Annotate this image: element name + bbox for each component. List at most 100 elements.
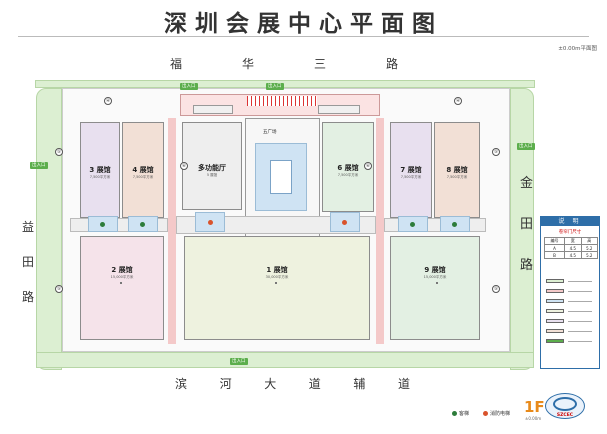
east-belt (510, 88, 534, 370)
hall-4-label: 4 展馆 (132, 166, 154, 174)
hall-1-label: 1 展馆 (266, 266, 288, 274)
north-ramp-east (318, 105, 360, 114)
hall-9-area: 15,000平方米 (423, 275, 447, 279)
road-north-char: 福 (170, 57, 185, 71)
hall-6-label: 6 展馆 (337, 164, 359, 172)
logo-text: SZCEC (556, 413, 574, 418)
entrance-marker: ⑤ (492, 285, 500, 293)
atrium-grid (270, 160, 292, 194)
corridor-west-vertical (168, 118, 176, 344)
elevator-icon (452, 222, 457, 227)
table-row: B 4.5 5.2 (543, 251, 599, 259)
west-belt (36, 88, 62, 370)
hall-4: 4 展馆 7,500平方米 (122, 122, 164, 218)
table-cell: 编号 (543, 237, 566, 245)
hall-2-area: 15,000平方米 (110, 275, 134, 279)
legend-row (546, 319, 596, 324)
column-marker (436, 282, 438, 284)
south-belt (36, 352, 534, 368)
legend-line (568, 291, 592, 292)
table-cell: 4.5 (564, 251, 582, 259)
corridor-central-horizontal (176, 216, 376, 234)
hall-9-label: 9 展馆 (424, 266, 446, 274)
legend-swatch (546, 309, 564, 313)
legend-line (568, 321, 592, 322)
fire-elevator-icon (342, 220, 347, 225)
entrance-marker: ⑤ (492, 148, 500, 156)
legend-line (568, 301, 592, 302)
table-row: A 4.5 5.2 (543, 244, 599, 252)
fire-elevator-icon (208, 220, 213, 225)
table-cell: 5.2 (580, 244, 599, 252)
legend-swatch (546, 329, 564, 333)
door-size-table: 编号 宽 高 A 4.5 5.2 B 4.5 5.2 (543, 237, 599, 259)
legend-line (568, 281, 592, 282)
legend-line (568, 311, 592, 312)
gate-north-west: 出入口 (180, 83, 198, 90)
table-cell: 5.2 (580, 251, 599, 259)
legend-subheading: 卷帘门尺寸 (558, 230, 582, 235)
legend-row (546, 329, 596, 334)
legend-swatch (546, 279, 564, 283)
road-south: 滨 河 大 道 辅 道 (175, 375, 410, 392)
map-title: 深圳会展中心平面图 (164, 11, 443, 37)
road-east-char: 田 (520, 217, 534, 232)
multi-function-label: 多功能厅 (198, 164, 226, 172)
hall-7: 7 展馆 7,500平方米 (390, 122, 432, 218)
north-belt (35, 80, 535, 88)
hall-3: 3 展馆 7,500平方米 (80, 122, 120, 218)
road-south-char: 滨 (175, 377, 188, 391)
scale-note: ±0.00m平面图 (558, 46, 597, 52)
legend-row (546, 289, 596, 294)
legend-row (546, 299, 596, 304)
road-west-char: 益 (22, 220, 35, 234)
entrance-marker: ④ (104, 97, 112, 105)
legend-row (546, 339, 596, 344)
hall-6: 6 展馆 7,500平方米 (322, 122, 374, 212)
multi-function-sub: 5 展馆 (206, 173, 218, 177)
elevator-icon (100, 222, 105, 227)
hall-1-area: 30,000平方米 (265, 275, 289, 279)
gate-south: 出入口 (230, 358, 248, 365)
legend-panel: 说 明 卷帘门尺寸 编号 宽 高 A 4.5 5.2 B 4.5 5.2 (540, 216, 600, 369)
table-cell: B (543, 251, 566, 259)
road-west-char: 田 (22, 255, 35, 269)
title-divider (18, 36, 589, 37)
entrance-marker: ⑤ (55, 285, 63, 293)
table-row: 编号 宽 高 (543, 237, 599, 245)
plaza-label: 五广场 (263, 130, 277, 135)
column-marker (120, 282, 122, 284)
road-west: 益 田 路 (22, 218, 34, 305)
gate-north-center: 出入口 (266, 83, 284, 90)
road-south-char: 辅 (353, 377, 366, 391)
gate-west: 出入口 (30, 162, 48, 169)
column-marker (275, 282, 277, 284)
hall-7-area: 7,500平方米 (400, 175, 422, 179)
road-north: 福 华 三 路 (170, 55, 400, 72)
legend-swatch (546, 339, 564, 343)
legend-heading: 说 明 (541, 217, 599, 226)
legend-swatch (546, 299, 564, 303)
fire-elevator-icon (483, 411, 488, 416)
road-west-char: 路 (22, 290, 35, 304)
road-east-char: 路 (520, 258, 534, 273)
legend-passenger-elevator: 客梯 (452, 410, 469, 417)
hall-4-area: 7,500平方米 (132, 175, 154, 179)
road-south-char: 道 (397, 377, 410, 391)
north-stair (247, 96, 317, 106)
legend-row (546, 309, 596, 314)
hall-9: 9 展馆 15,000平方米 (390, 236, 480, 340)
table-cell: 高 (580, 237, 599, 245)
road-north-char: 路 (385, 57, 400, 71)
road-south-char: 道 (308, 377, 321, 391)
elevator-icon (140, 222, 145, 227)
floor-elevation: ±0.00m (525, 416, 542, 421)
hall-6-area: 7,500平方米 (337, 173, 359, 177)
hall-3-label: 3 展馆 (89, 166, 111, 174)
corridor-east-vertical (376, 118, 384, 344)
hall-3-area: 7,500平方米 (89, 175, 111, 179)
road-east: 金 田 路 (520, 172, 533, 273)
legend-swatch (546, 289, 564, 293)
gate-east: 出入口 (517, 143, 535, 150)
hall-7-label: 7 展馆 (400, 166, 422, 174)
